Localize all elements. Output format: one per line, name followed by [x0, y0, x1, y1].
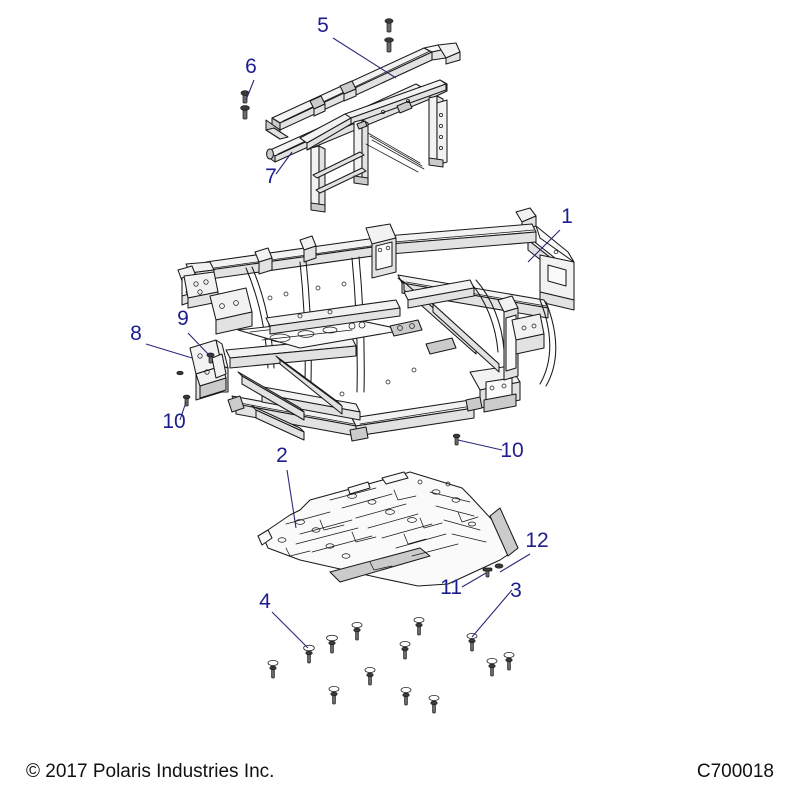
- skid-plate-part2: [257, 471, 519, 587]
- fastener-washer-screw: [399, 641, 411, 660]
- rear-cage-assembly: [240, 18, 461, 213]
- fastener-washer-screw: [328, 686, 340, 705]
- bracket-bolt-left-small: [176, 370, 184, 376]
- callout-leader-8: [145, 343, 193, 359]
- upper-cross-bar-part5: [265, 42, 461, 140]
- fastener-washer-screw: [364, 667, 376, 686]
- cage-bolt-pair-top: [384, 18, 394, 53]
- diagram-part-number: C700018: [697, 761, 774, 782]
- fastener-washer-screw: [503, 652, 515, 671]
- callout-number-9: 9: [177, 307, 189, 330]
- fastener-washer-screw: [466, 633, 478, 652]
- callout-leader-7: [275, 151, 293, 175]
- fastener-washer-screw: [486, 658, 498, 677]
- fastener-washer-screw: [326, 634, 338, 654]
- callout-leader-1: [527, 229, 561, 263]
- fastener-washer-screw: [413, 617, 425, 636]
- fastener-washer-screw: [428, 695, 440, 714]
- callout-leader-5: [332, 37, 397, 79]
- fastener-washer-screw: [267, 660, 279, 679]
- callout-number-7: 7: [265, 165, 277, 188]
- skid-plate-screw-part12: [494, 563, 504, 569]
- callout-number-2: 2: [276, 444, 288, 467]
- callout-number-6: 6: [245, 55, 257, 78]
- callout-leader-6: [245, 79, 255, 101]
- fastener-washer-screw: [400, 687, 412, 706]
- fastener-washer-screw: [303, 644, 315, 664]
- callout-leader-11: [461, 572, 487, 588]
- callout-number-10: 10: [162, 410, 185, 433]
- callout-leader-10b: [457, 439, 503, 451]
- frame-bolt-right-part10: [452, 433, 461, 446]
- frame-bracket-part8: [189, 339, 229, 401]
- copyright-notice: © 2017 Polaris Industries Inc.: [26, 761, 274, 782]
- callout-number-5: 5: [317, 14, 329, 37]
- callout-leader-10: [179, 401, 187, 421]
- rear-cage-frame: [299, 79, 448, 213]
- callout-number-1: 1: [561, 205, 573, 228]
- callout-number-8: 8: [130, 322, 142, 345]
- callout-number-10-right: 10: [500, 439, 523, 462]
- callout-leader-9: [187, 332, 210, 356]
- fastener-washer-screw: [351, 622, 363, 641]
- main-frame-assembly-part1: [177, 207, 575, 442]
- callout-leader-3: [471, 589, 513, 638]
- callout-leader-12: [499, 553, 531, 573]
- callout-number-11: 11: [440, 576, 462, 599]
- callout-number-4: 4: [259, 590, 271, 613]
- callout-leader-2: [286, 469, 297, 529]
- callout-number-12: 12: [525, 529, 548, 552]
- callout-number-3: 3: [510, 579, 522, 602]
- skid-plate-nut-part11: [482, 567, 493, 578]
- callout-layer: 1 2 3 4 5 6 7 8 9 10 10 11 12: [130, 14, 573, 649]
- loose-fasteners-group: [267, 617, 515, 714]
- callout-leader-4: [271, 611, 309, 649]
